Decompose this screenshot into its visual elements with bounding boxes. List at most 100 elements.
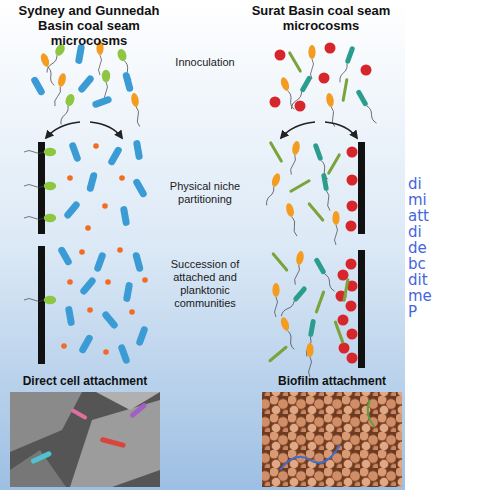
succession-left — [65, 306, 75, 327]
handwritten-note: me — [408, 288, 432, 304]
split-arrow — [325, 122, 357, 138]
partition-right — [347, 175, 358, 186]
partition-left — [24, 148, 56, 156]
partition-left — [102, 203, 108, 209]
partition-right — [321, 173, 333, 211]
sem-image-right — [262, 392, 402, 487]
sem-image-right — [280, 445, 340, 470]
inoculum-right — [270, 97, 281, 108]
succession-left — [87, 307, 93, 313]
succession-left — [79, 249, 85, 255]
partition-right — [332, 211, 339, 245]
sem-image-left — [96, 392, 160, 410]
inoculum-left — [130, 92, 143, 127]
partition-right — [289, 179, 311, 194]
inoculum-left — [57, 93, 76, 126]
stage-label: Succession of attached and planktonic co… — [155, 258, 255, 310]
succession-left — [132, 251, 144, 272]
succession-left — [105, 279, 111, 285]
inoculum-right — [361, 65, 372, 76]
image-caption: Biofilm attachment — [250, 374, 414, 388]
handwritten-note: att — [408, 208, 429, 224]
handwritten-note: di — [408, 176, 422, 192]
partition-left — [63, 200, 81, 220]
succession-right — [314, 290, 325, 314]
handwritten-note: di — [408, 224, 422, 240]
succession-left — [101, 310, 119, 330]
partition-right — [288, 140, 301, 175]
succession-left — [93, 251, 106, 272]
inoculum-right — [338, 46, 356, 83]
partition-right — [263, 140, 365, 245]
split-arrow — [281, 122, 315, 138]
succession-right — [333, 320, 344, 344]
image-caption: Direct cell attachment — [2, 374, 168, 388]
inoculum-right — [295, 101, 306, 112]
partition-right — [358, 142, 365, 234]
inoculum-right — [355, 89, 378, 124]
inoculum-right — [288, 51, 303, 73]
inoculum-left — [77, 74, 95, 94]
inoculum-right — [325, 43, 336, 54]
partition-right — [313, 143, 331, 180]
partition-left — [132, 178, 148, 199]
split-arrow — [46, 122, 80, 138]
stage-label: Innoculation — [160, 56, 250, 69]
partition-left — [120, 206, 130, 227]
handwritten-note: P — [408, 304, 417, 320]
partition-left — [24, 140, 148, 234]
partition-left — [119, 175, 125, 181]
partition-right — [346, 221, 357, 232]
sem-image-left — [70, 408, 88, 420]
partition-right — [347, 147, 358, 158]
succession-left — [78, 334, 94, 355]
sem-image-left — [129, 402, 148, 419]
sem-image-left — [10, 450, 66, 487]
sem-image-left — [10, 392, 160, 487]
sem-image-right — [368, 400, 374, 426]
inoculum-right — [270, 43, 379, 128]
handwritten-note: de — [408, 240, 427, 256]
succession-left — [67, 279, 73, 285]
inoculum-left — [39, 52, 57, 86]
partition-right — [285, 202, 301, 237]
succession-right — [338, 315, 349, 326]
succession-left — [24, 296, 56, 304]
background-panel — [0, 0, 405, 490]
split-arrow — [90, 122, 122, 138]
succession-left — [129, 309, 135, 315]
succession-right — [272, 283, 279, 317]
partition-right — [269, 141, 284, 163]
succession-right — [347, 353, 358, 364]
handwritten-note: mi — [408, 192, 427, 208]
succession-left — [38, 246, 45, 364]
succession-left — [79, 276, 97, 296]
succession-left — [103, 349, 109, 355]
succession-right — [306, 343, 313, 377]
succession-right — [268, 250, 365, 377]
partition-left — [38, 142, 45, 234]
succession-left — [117, 343, 130, 364]
succession-left — [123, 282, 133, 303]
inoculum-right — [319, 73, 330, 84]
inoculum-right — [308, 45, 315, 79]
partition-right — [263, 172, 281, 206]
succession-right — [347, 329, 358, 340]
partition-left — [107, 146, 123, 167]
succession-right — [346, 259, 357, 270]
succession-left — [57, 246, 73, 267]
partition-right — [347, 201, 358, 212]
inoculum-left — [52, 72, 68, 107]
succession-left — [24, 246, 149, 365]
inoculum-left — [30, 41, 143, 127]
succession-right — [271, 252, 289, 272]
handwritten-note: dit — [408, 272, 428, 288]
succession-right — [279, 285, 307, 317]
sem-image-right — [262, 392, 402, 487]
sem-image-left — [10, 392, 160, 487]
succession-left — [142, 277, 148, 283]
partition-left — [68, 141, 81, 162]
sem-image-left — [100, 437, 126, 449]
succession-left — [61, 343, 67, 349]
